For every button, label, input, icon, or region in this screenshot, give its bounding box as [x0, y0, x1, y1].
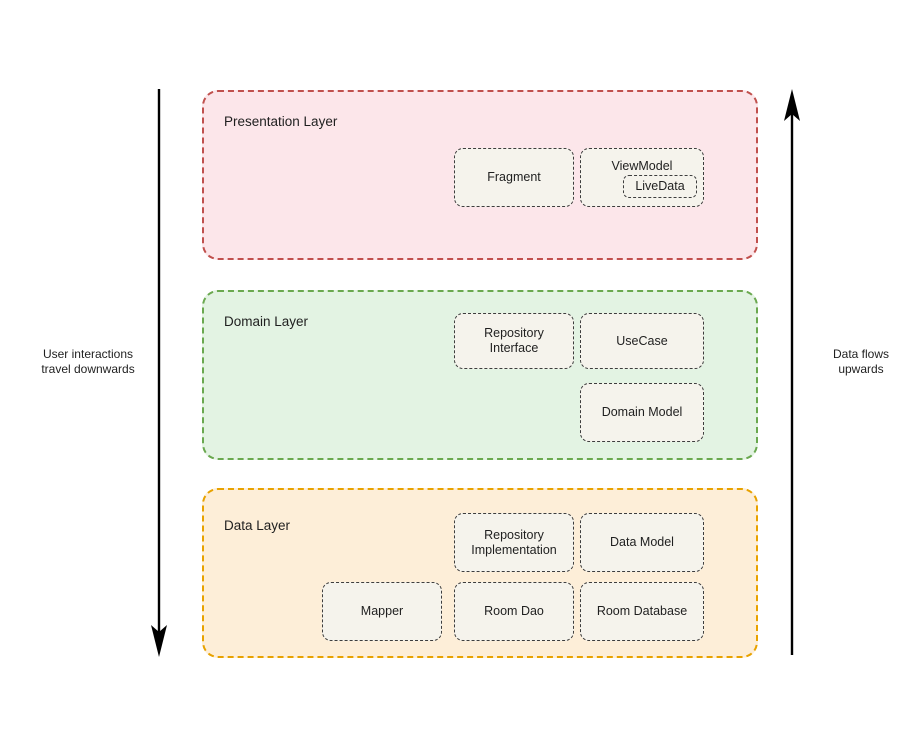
- node-room-dao-label: Room Dao: [484, 604, 544, 618]
- layer-data[interactable]: Data Layer Repository Implementation Dat…: [202, 488, 758, 658]
- layer-domain[interactable]: Domain Layer Repository Interface UseCas…: [202, 290, 758, 460]
- node-viewmodel-label: ViewModel: [611, 159, 673, 173]
- node-repository-interface[interactable]: Repository Interface: [454, 313, 574, 369]
- node-viewmodel[interactable]: ViewModel LiveData: [580, 148, 704, 207]
- node-fragment[interactable]: Fragment: [454, 148, 574, 207]
- node-room-database-label: Room Database: [596, 604, 688, 618]
- node-domain-model-label: Domain Model: [601, 405, 683, 419]
- node-domain-model[interactable]: Domain Model: [580, 383, 704, 442]
- node-usecase-label: UseCase: [616, 333, 668, 348]
- node-livedata[interactable]: LiveData: [623, 175, 697, 198]
- upward-arrow: [784, 89, 800, 655]
- node-data-model-label: Data Model: [610, 535, 674, 549]
- node-mapper-label: Mapper: [360, 604, 404, 618]
- node-data-model[interactable]: Data Model: [580, 513, 704, 572]
- layer-data-title: Data Layer: [224, 518, 291, 533]
- node-usecase[interactable]: UseCase: [580, 313, 704, 369]
- downward-arrow: [151, 89, 167, 657]
- right-side-label: Data flows upwards: [832, 347, 890, 376]
- node-room-database[interactable]: Room Database: [580, 582, 704, 641]
- layer-presentation[interactable]: Presentation Layer Fragment ViewModel Li…: [202, 90, 758, 260]
- node-repository-implementation[interactable]: Repository Implementation: [454, 513, 574, 572]
- node-repository-interface-label: Repository Interface: [484, 326, 544, 355]
- left-side-label: User interactions travel downwards: [41, 347, 135, 376]
- layer-domain-title: Domain Layer: [224, 314, 309, 329]
- node-repository-implementation-label: Repository Implementation: [471, 527, 557, 557]
- node-room-dao[interactable]: Room Dao: [454, 582, 574, 641]
- node-livedata-label: LiveData: [635, 179, 685, 193]
- layer-presentation-title: Presentation Layer: [224, 114, 338, 129]
- node-mapper[interactable]: Mapper: [322, 582, 442, 641]
- node-fragment-label: Fragment: [487, 170, 541, 184]
